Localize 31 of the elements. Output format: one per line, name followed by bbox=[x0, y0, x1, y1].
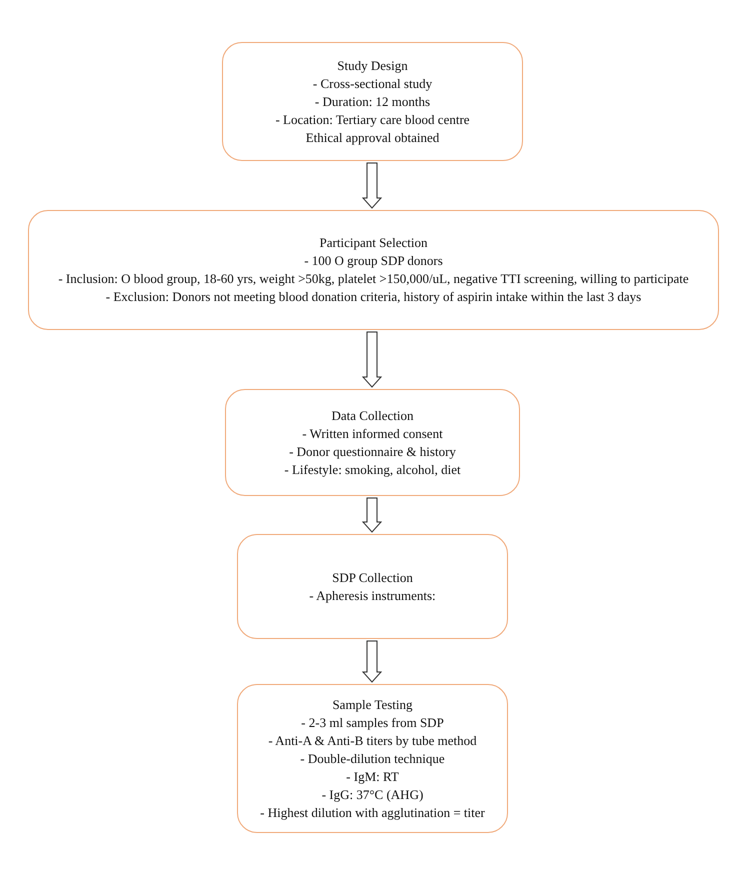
box-text: - Anti-A & Anti-B titers by tube method bbox=[268, 732, 477, 750]
process-box bbox=[222, 42, 523, 161]
box-text: - IgG: 37°C (AHG) bbox=[322, 786, 424, 804]
box-text: - IgM: RT bbox=[346, 768, 399, 786]
box-text: - Cross-sectional study bbox=[312, 74, 432, 92]
block-arrow bbox=[362, 640, 382, 683]
box-text: - 2-3 ml samples from SDP bbox=[301, 714, 444, 732]
box-text: - 100 O group SDP donors bbox=[304, 252, 443, 270]
box-heading: Data Collection bbox=[332, 406, 414, 424]
box-heading: Sample Testing bbox=[332, 696, 413, 714]
box-text: - Apheresis instruments: bbox=[309, 586, 436, 604]
box-text: - Location: Tertiary care blood centre bbox=[275, 110, 470, 128]
box-text: - Double-dilution technique bbox=[300, 750, 445, 768]
block-arrow bbox=[362, 498, 382, 533]
box-text: - Exclusion: Donors not meeting blood donation criteria, history of aspirin intake within the last 3 days bbox=[106, 288, 642, 306]
box-text: - Inclusion: O blood group, 18-60 yrs, weight >50kg, platelet >150,000/uL, negative TTI screening, willing to participate bbox=[58, 270, 689, 288]
process-box bbox=[237, 684, 508, 833]
process-box bbox=[225, 389, 520, 496]
box-text: - Lifestyle: smoking, alcohol, diet bbox=[284, 460, 461, 478]
box-heading: SDP Collection bbox=[332, 568, 413, 586]
box-heading: Study Design bbox=[337, 56, 408, 74]
box-heading: Participant Selection bbox=[320, 234, 428, 252]
process-box bbox=[237, 534, 508, 639]
block-arrow bbox=[362, 162, 382, 209]
box-text: Ethical approval obtained bbox=[306, 128, 440, 146]
block-arrow bbox=[362, 332, 382, 388]
box-text: - Highest dilution with agglutination = titer bbox=[260, 804, 485, 822]
box-text: - Donor questionnaire & history bbox=[289, 442, 456, 460]
process-box bbox=[28, 210, 719, 330]
box-text: - Duration: 12 months bbox=[314, 92, 430, 110]
box-text: - Written informed consent bbox=[302, 424, 443, 442]
